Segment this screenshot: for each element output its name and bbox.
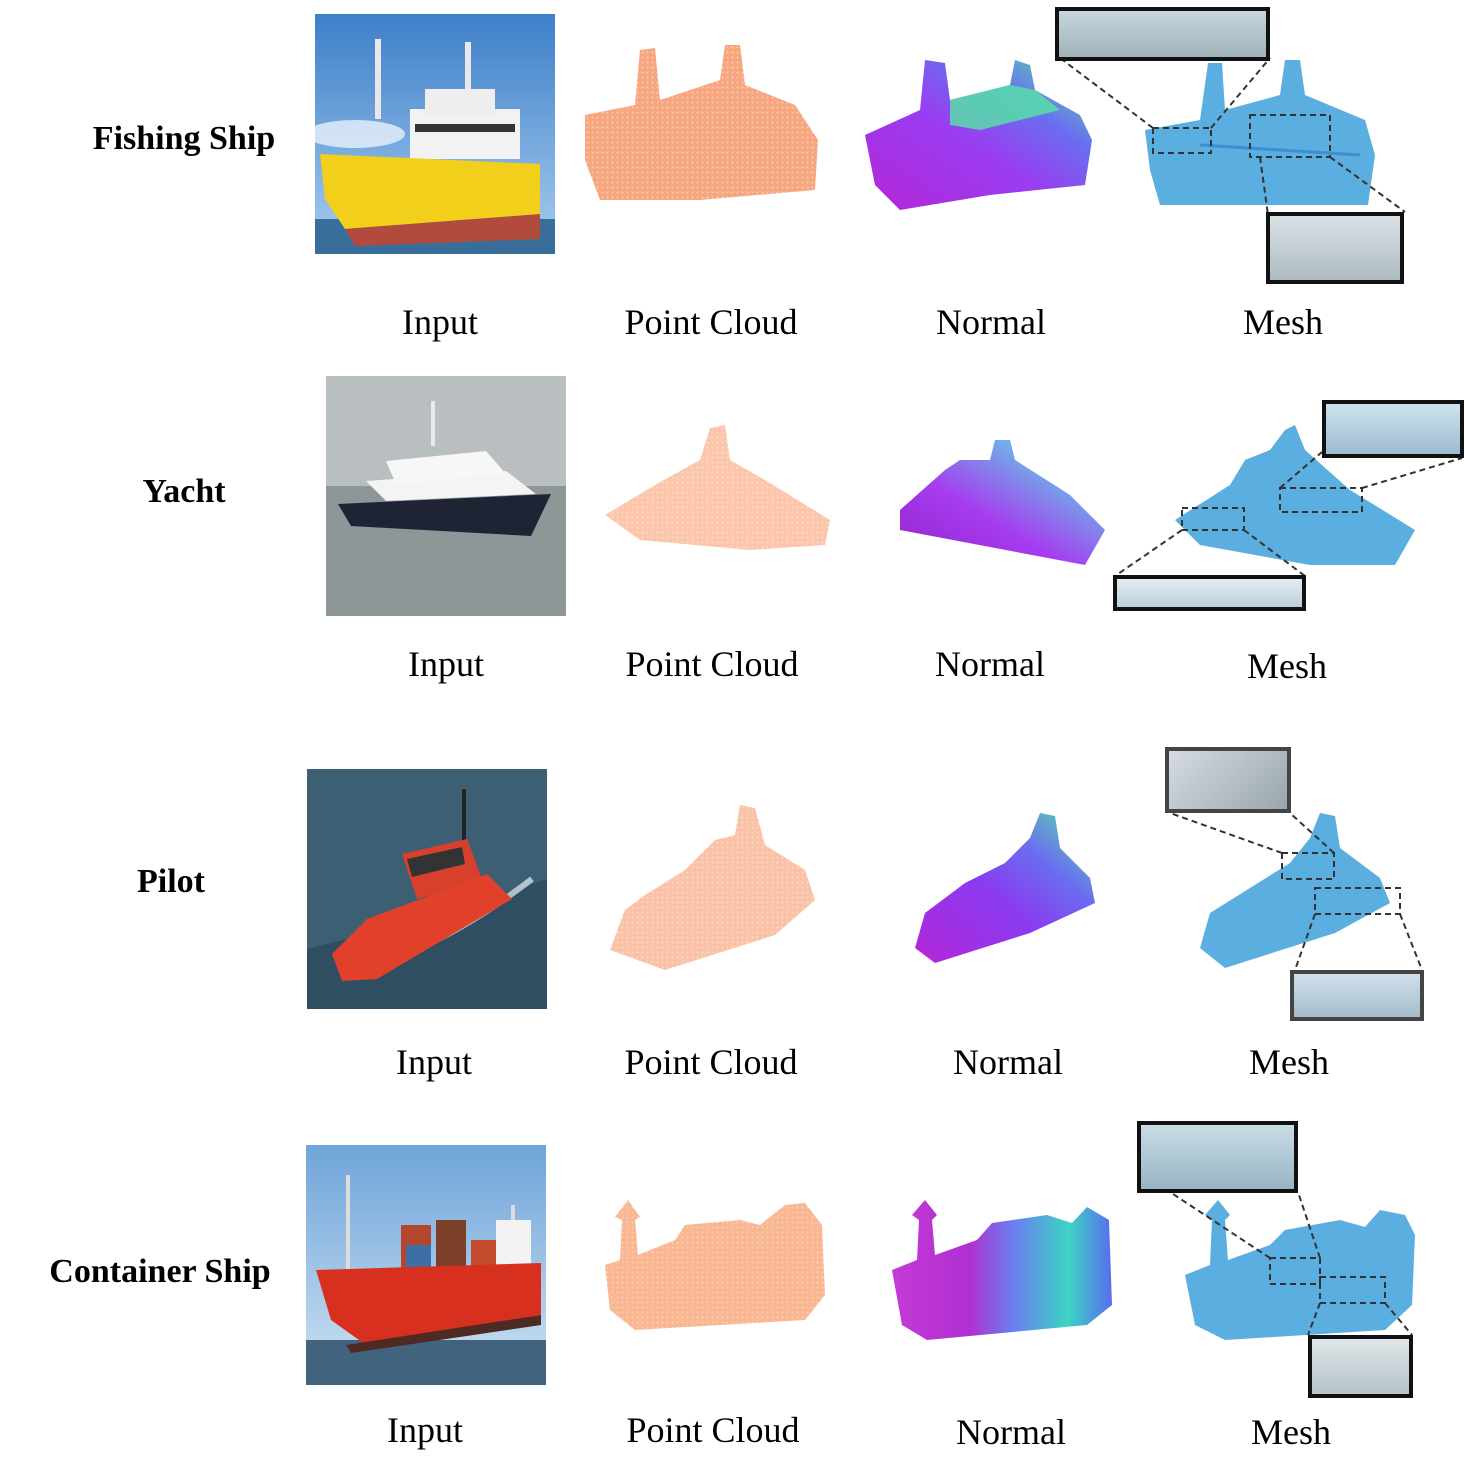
mesh-fishing-ship <box>1145 60 1375 205</box>
row-label-container-ship: Container Ship <box>49 1253 271 1290</box>
caption-input-3: Input <box>396 1042 472 1082</box>
caption-point-cloud-3: Point Cloud <box>624 1042 798 1082</box>
zoom-inset-pilot-bottom <box>1290 970 1424 1021</box>
row-label-pilot: Pilot <box>137 863 205 900</box>
zoom-inset-container-ship-bottom <box>1308 1335 1413 1398</box>
input-photo-yacht <box>326 376 566 616</box>
input-photo-container-ship <box>306 1145 546 1385</box>
point-cloud-container-ship <box>605 1200 825 1330</box>
row-label-fishing-ship: Fishing Ship <box>92 120 276 157</box>
caption-point-cloud-2: Point Cloud <box>625 644 799 684</box>
caption-mesh-2: Mesh <box>1247 646 1327 686</box>
caption-point-cloud-1: Point Cloud <box>624 302 798 342</box>
point-cloud-pilot <box>610 805 815 970</box>
caption-normal-2: Normal <box>935 644 1045 684</box>
mesh-zoom-connectors-pilot <box>1169 812 1423 971</box>
mesh-zoom-connectors-container-ship <box>1169 1191 1413 1336</box>
row-label-yacht: Yacht <box>142 473 226 510</box>
caption-input-1: Input <box>402 302 478 342</box>
zoom-inset-pilot-top <box>1165 747 1291 813</box>
caption-normal-1: Normal <box>936 302 1046 342</box>
mesh-zoom-connectors-fishing-ship <box>1059 57 1406 216</box>
caption-input-4: Input <box>387 1410 463 1450</box>
caption-mesh-4: Mesh <box>1251 1412 1331 1452</box>
input-photo-pilot <box>307 769 547 1009</box>
caption-input-2: Input <box>408 644 484 684</box>
caption-mesh-1: Mesh <box>1243 302 1323 342</box>
input-photo-fishing-ship <box>315 14 555 254</box>
normal-map-container-ship <box>892 1200 1112 1340</box>
mesh-container-ship <box>1185 1200 1415 1340</box>
normal-map-fishing-ship <box>865 60 1092 210</box>
point-cloud-fishing-ship <box>585 45 818 200</box>
caption-mesh-3: Mesh <box>1249 1042 1329 1082</box>
zoom-inset-yacht-bottom <box>1113 575 1306 611</box>
zoom-inset-container-ship-top <box>1137 1121 1298 1193</box>
point-cloud-yacht <box>605 425 830 550</box>
caption-normal-4: Normal <box>956 1412 1066 1452</box>
zoom-inset-yacht-top <box>1322 400 1464 458</box>
zoom-inset-fishing-ship-bottom <box>1266 212 1404 284</box>
caption-normal-3: Normal <box>953 1042 1063 1082</box>
normal-map-pilot <box>915 813 1095 963</box>
normal-map-yacht <box>900 440 1105 565</box>
mesh-pilot <box>1200 813 1390 968</box>
mesh-zoom-connectors-yacht <box>1114 451 1463 577</box>
zoom-inset-fishing-ship-top <box>1055 7 1270 61</box>
caption-point-cloud-4: Point Cloud <box>626 1410 800 1450</box>
